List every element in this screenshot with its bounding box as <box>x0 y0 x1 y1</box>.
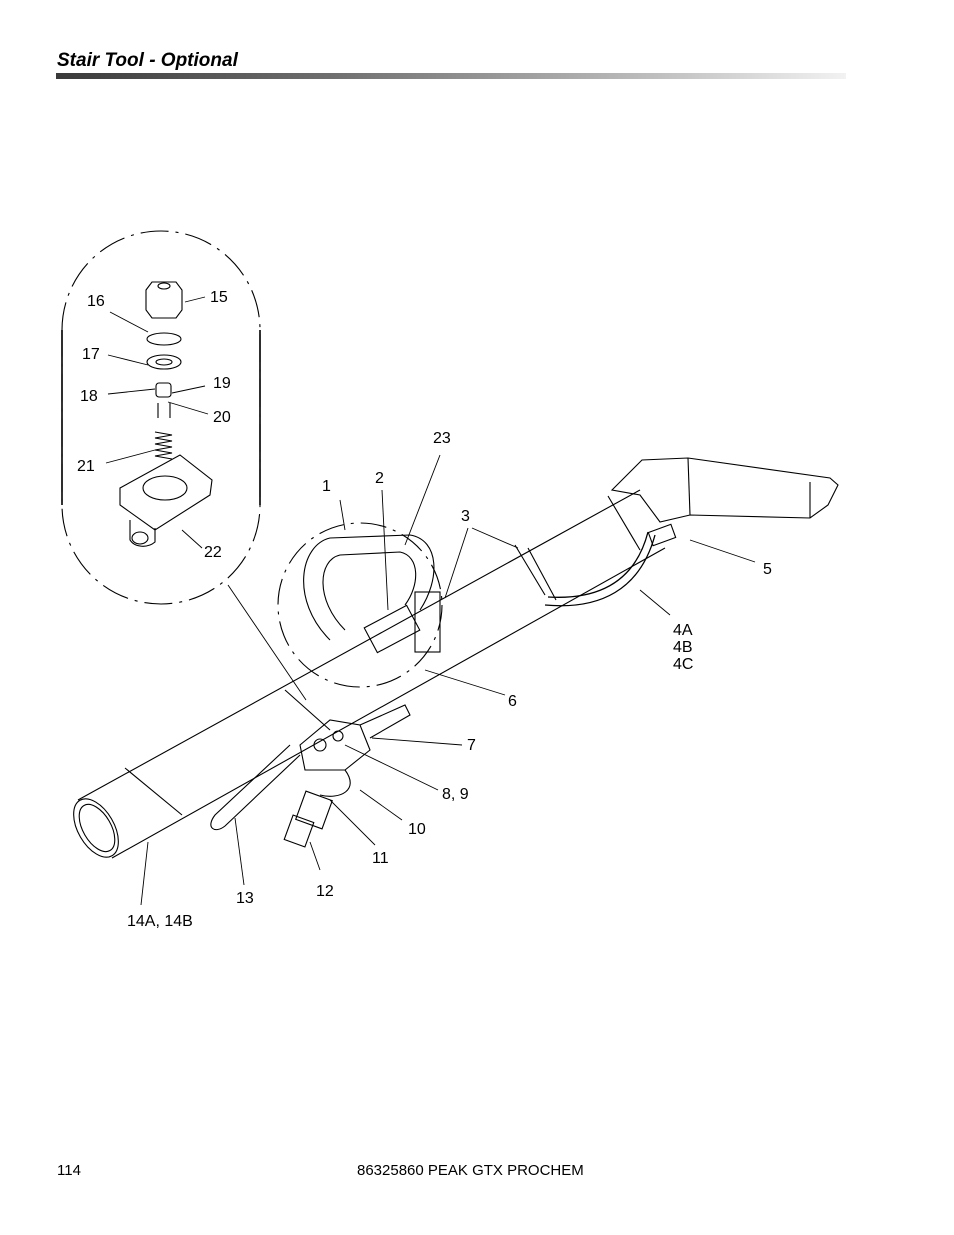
callout-1: 1 <box>322 478 331 495</box>
handle <box>303 534 441 654</box>
callout-4c: 4C <box>673 656 693 673</box>
callout-6: 6 <box>508 693 517 710</box>
callout-12: 12 <box>316 883 334 900</box>
callout-7: 7 <box>467 737 476 754</box>
callout-23: 23 <box>433 430 451 447</box>
callout-8-9: 8, 9 <box>442 786 469 803</box>
wand-tube <box>73 489 666 859</box>
stair-tool-head <box>610 457 839 523</box>
callout-15: 15 <box>210 289 228 306</box>
callout-14: 14A, 14B <box>127 913 193 930</box>
callout-13: 13 <box>236 890 254 907</box>
page-title: Stair Tool - Optional <box>57 50 238 71</box>
valve-assembly <box>210 704 411 848</box>
exploded-parts <box>119 281 213 547</box>
hose <box>544 534 656 607</box>
callout-3: 3 <box>461 508 470 525</box>
callout-22: 22 <box>204 544 222 561</box>
callout-18: 18 <box>80 388 98 405</box>
callout-4a: 4A <box>673 622 693 639</box>
callout-16: 16 <box>87 293 105 310</box>
callout-5: 5 <box>763 561 772 578</box>
callout-2: 2 <box>375 470 384 487</box>
callout-11: 11 <box>372 850 389 867</box>
callout-20: 20 <box>213 409 231 426</box>
handle-detail-circle <box>277 522 443 688</box>
leader-lines <box>105 296 756 906</box>
callout-19: 19 <box>213 375 231 392</box>
document-id: 86325860 PEAK GTX PROCHEM <box>357 1162 584 1179</box>
page-number: 114 <box>57 1162 81 1179</box>
callout-10: 10 <box>408 821 426 838</box>
callout-21: 21 <box>77 458 95 475</box>
header-rule <box>56 73 846 79</box>
callout-4b: 4B <box>673 639 693 656</box>
callout-17: 17 <box>82 346 100 363</box>
